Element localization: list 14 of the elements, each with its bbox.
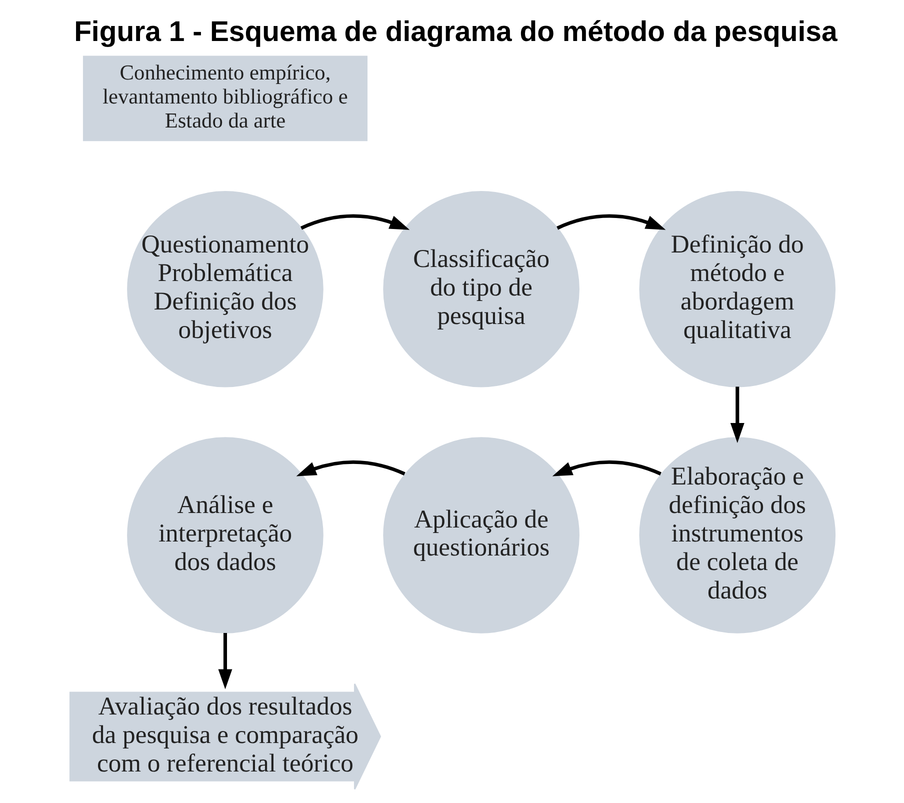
node-circle: Definição do método e abordagem qualitativa xyxy=(638,190,836,388)
arrow xyxy=(296,460,405,476)
diagram-title: Figura 1 - Esquema de diagrama do método da pesquisa xyxy=(74,16,837,48)
node-circle: Classificação do tipo de pesquisa xyxy=(382,190,579,388)
node-box: Conhecimento empírico, levantamento bibliográfico e Estado da arte xyxy=(82,56,367,142)
node-circle: Elaboração e definição dos instrumentos de coleta de dados xyxy=(638,437,836,634)
arrow xyxy=(300,214,410,230)
node-circle: Questionamento Problemática Definição dos objetivos xyxy=(126,190,323,388)
arrow xyxy=(730,386,744,443)
arrow xyxy=(218,632,232,690)
arrow xyxy=(556,214,666,230)
node-circle: Análise e interpretação dos dados xyxy=(126,437,323,634)
node-circle: Aplicação de questionários xyxy=(382,437,579,634)
arrow xyxy=(552,460,661,476)
